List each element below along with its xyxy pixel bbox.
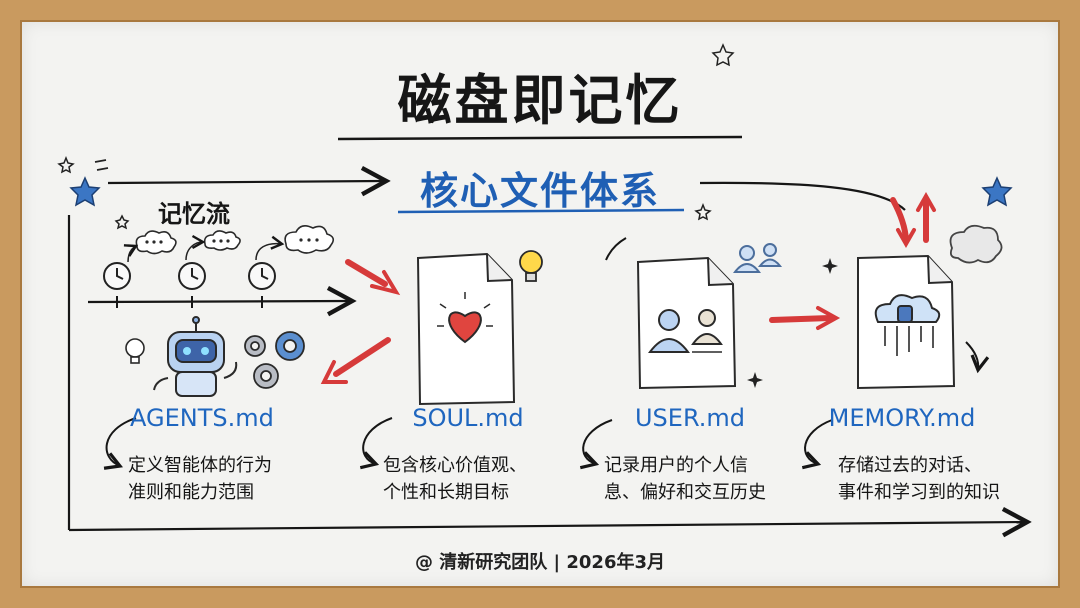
soul-file-label: SOUL.md	[412, 404, 524, 432]
agents-description: 定义智能体的行为 准则和能力范围	[128, 452, 328, 506]
soul-desc-line2: 个性和长期目标	[383, 482, 509, 503]
agents-desc-line2: 准则和能力范围	[128, 482, 254, 503]
star-icon	[694, 202, 712, 221]
soul-document	[416, 252, 516, 406]
memory-file-label: MEMORY.md	[828, 404, 976, 432]
robot-icon	[153, 316, 238, 397]
memory-desc-line1: 存储过去的对话、	[838, 455, 982, 476]
user-document	[636, 256, 737, 390]
people-icon	[732, 243, 783, 273]
subtitle-underline	[397, 208, 685, 214]
user-file-label: USER.md	[634, 404, 746, 432]
page-title: 磁盘即记忆	[397, 69, 683, 132]
memory-flow-label: 记忆流	[158, 200, 230, 228]
gear-icon	[244, 335, 279, 389]
section-subtitle: 核心文件体系	[419, 169, 660, 213]
soul-description: 包含核心价值观、 个性和长期目标	[383, 452, 583, 506]
motion-lines-icon	[94, 159, 109, 171]
star-icon	[114, 214, 130, 230]
user-description: 记录用户的个人信 息、偏好和交互历史	[604, 452, 814, 506]
user-avatar-icon	[648, 309, 690, 353]
star-icon	[711, 43, 735, 67]
footer-credit: @ 清新研究团队 | 2026年3月	[415, 552, 665, 573]
user-desc-line1: 记录用户的个人信	[604, 455, 748, 476]
sparkle-stars-decoration	[57, 43, 735, 230]
memory-desc-line2: 事件和学习到的知识	[838, 482, 1000, 503]
gear-icon	[275, 331, 305, 361]
heart-icon	[448, 311, 482, 344]
memory-description: 存储过去的对话、 事件和学习到的知识	[838, 452, 1048, 506]
lightbulb-icon	[519, 250, 543, 282]
brain-icon	[949, 224, 1003, 264]
user-desc-line2: 息、偏好和交互历史	[604, 482, 766, 503]
soul-desc-line1: 包含核心价值观、	[383, 455, 527, 476]
red-arrow	[320, 191, 936, 384]
memory-timeline	[87, 224, 350, 308]
blue-star-icon	[981, 176, 1013, 207]
sparkle-icon	[747, 372, 763, 388]
star-icon	[57, 155, 75, 174]
user-avatar-icon	[691, 309, 723, 345]
memory-document	[857, 254, 956, 390]
bottom-timeline-arrow	[68, 522, 1025, 530]
title-underline	[337, 135, 743, 141]
clock-icon	[103, 262, 276, 290]
thought-cloud-icon	[135, 224, 335, 255]
thought-dots	[145, 238, 319, 244]
lightbulb-icon	[125, 338, 145, 364]
connector-curve	[103, 237, 990, 470]
top-flow-arrow	[107, 181, 384, 183]
agents-file-label: AGENTS.md	[130, 404, 274, 432]
agents-desc-line1: 定义智能体的行为	[128, 455, 272, 476]
sparkle-icon	[822, 258, 838, 274]
blue-star-icon	[69, 176, 101, 207]
